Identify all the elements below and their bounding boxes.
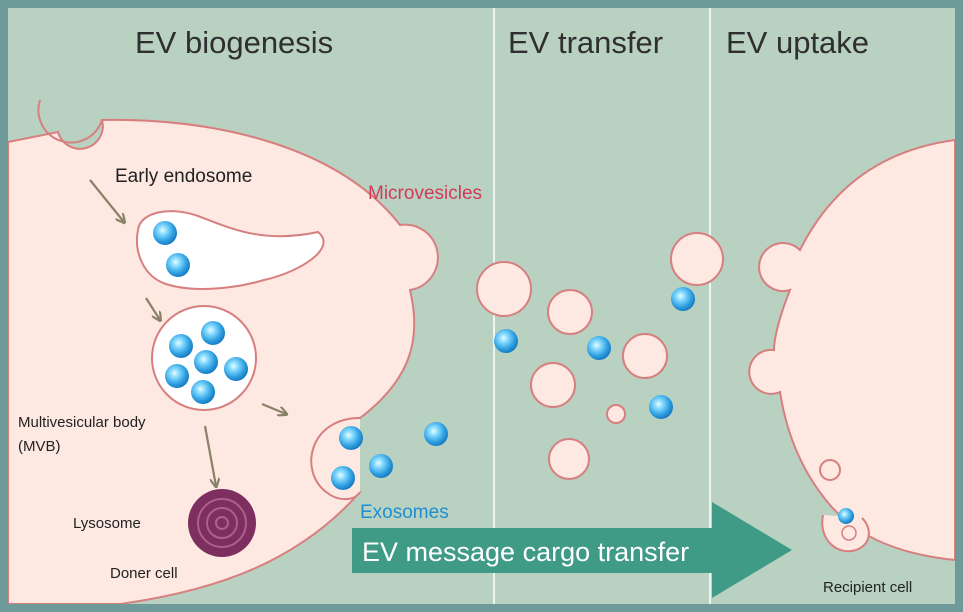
- microvesicle: [476, 261, 532, 317]
- lysosome: [188, 489, 256, 557]
- label-exosomes: Exosomes: [360, 502, 449, 523]
- exosome: [587, 336, 611, 360]
- microvesicle: [547, 289, 593, 335]
- exosomes: [153, 221, 854, 524]
- microvesicle: [548, 438, 590, 480]
- exosome: [339, 426, 363, 450]
- heading-uptake: EV uptake: [726, 25, 869, 60]
- label-mvb-line1: Multivesicular body: [18, 414, 146, 431]
- exosome: [165, 364, 189, 388]
- engulfed-vesicle: [841, 525, 857, 541]
- exosome: [224, 357, 248, 381]
- exosome: [166, 253, 190, 277]
- exosome: [424, 422, 448, 446]
- microvesicle: [670, 232, 724, 286]
- exosome: [649, 395, 673, 419]
- arrow-icon: [89, 179, 286, 486]
- microvesicle: [606, 404, 626, 424]
- exosome: [331, 466, 355, 490]
- microvesicle: [530, 362, 576, 408]
- recipient-cell: [748, 138, 955, 562]
- exosome: [838, 508, 854, 524]
- microvesicles: [476, 232, 724, 480]
- recipient-bud: [819, 459, 841, 481]
- label-mvb-line2: (MVB): [18, 438, 61, 455]
- label-lysosome: Lysosome: [73, 515, 141, 532]
- exosome: [369, 454, 393, 478]
- exosome: [169, 334, 193, 358]
- heading-biogenesis: EV biogenesis: [135, 25, 333, 60]
- microvesicle: [622, 333, 668, 379]
- exosome: [494, 329, 518, 353]
- heading-transfer: EV transfer: [508, 25, 663, 60]
- label-recipient-cell: Recipient cell: [823, 579, 912, 596]
- exosome: [194, 350, 218, 374]
- exosome: [191, 380, 215, 404]
- label-doner-cell: Doner cell: [110, 565, 178, 582]
- exosome: [201, 321, 225, 345]
- exosome: [671, 287, 695, 311]
- label-microvesicles: Microvesicles: [368, 183, 482, 204]
- banner-text: EV message cargo transfer: [362, 537, 689, 567]
- exosome: [153, 221, 177, 245]
- cargo-transfer-arrow: [352, 502, 792, 598]
- label-early-endosome: Early endosome: [115, 166, 252, 187]
